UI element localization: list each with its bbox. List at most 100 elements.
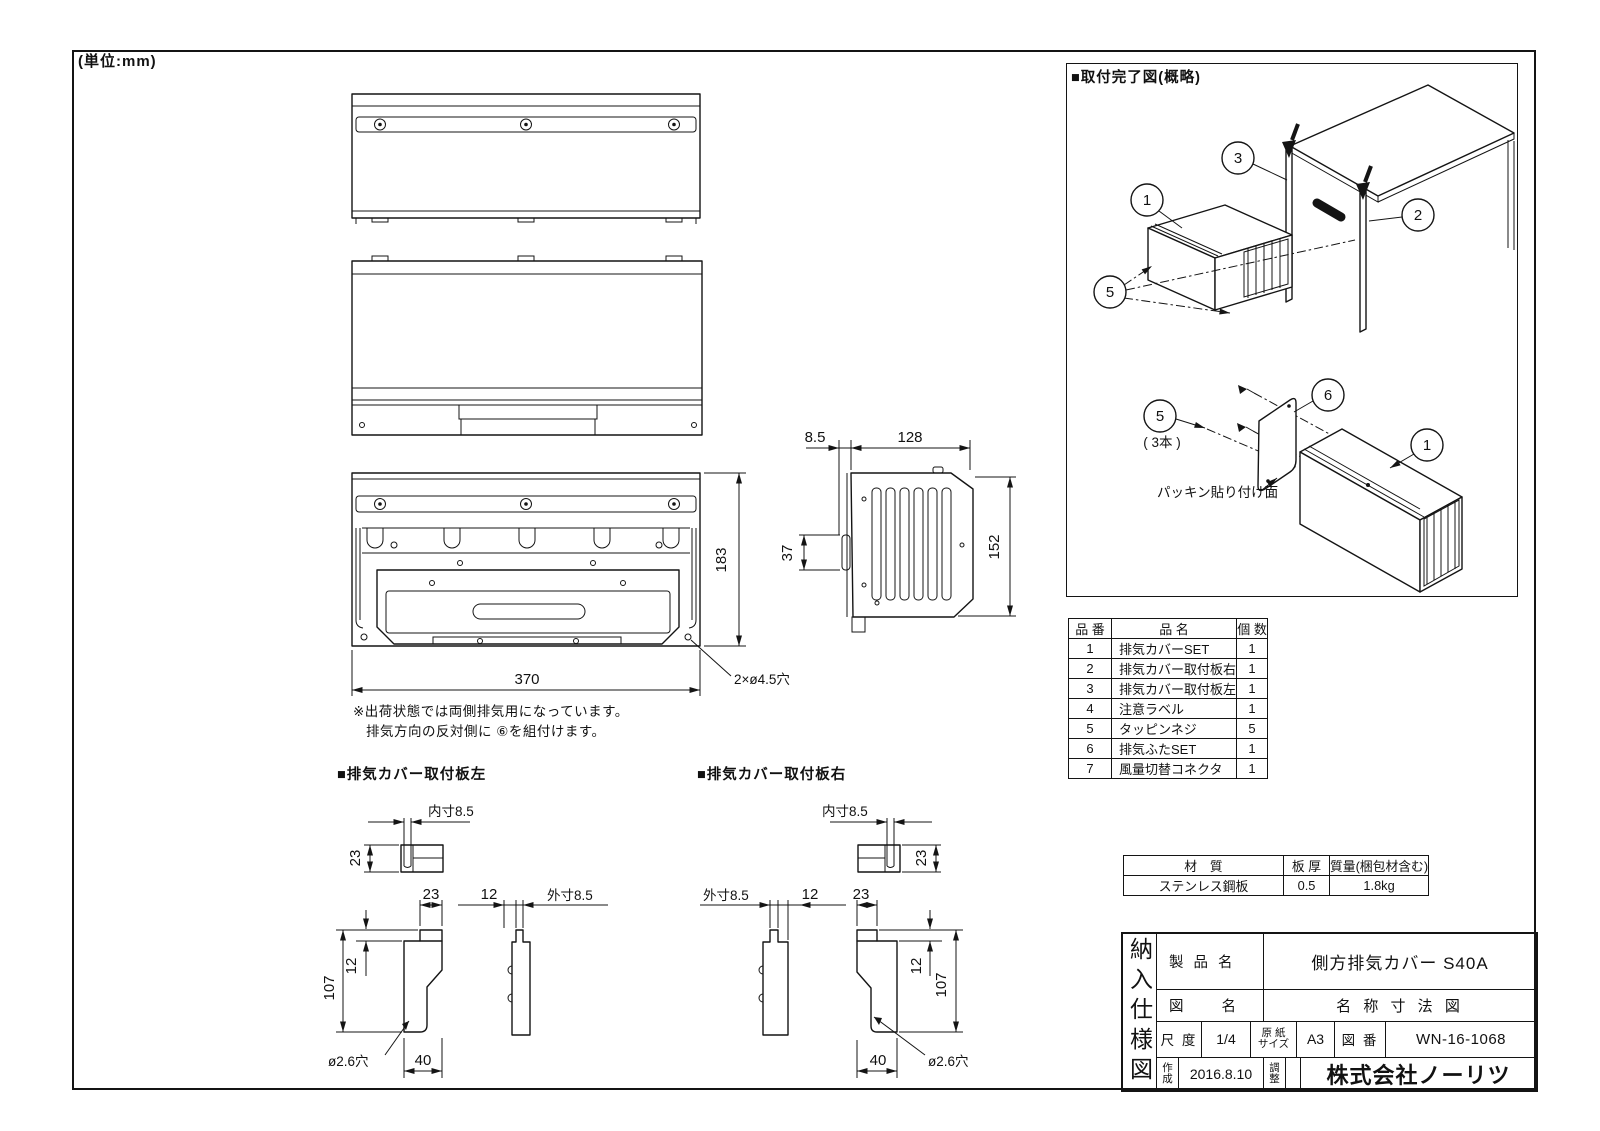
dim-right-height: 107 (933, 972, 950, 997)
created-label: 作 成 (1162, 1061, 1173, 1086)
dim-left-outer-width: 外寸8.5 (547, 888, 593, 903)
callout-1: 1 (1143, 192, 1151, 209)
dim-front-width: 370 (514, 671, 539, 688)
dim-left-foot-width: 40 (415, 1052, 432, 1069)
adjust-value-empty (1285, 1058, 1300, 1091)
units-label: (単位:mm) (78, 53, 157, 70)
company-logo: 株式会社ノーリツ (1300, 1058, 1536, 1091)
mass-value: 1.8kg (1328, 875, 1430, 896)
dim-side-tab: 37 (779, 545, 796, 562)
dim-left-height: 107 (321, 975, 338, 1000)
thickness-value: 0.5 (1283, 875, 1330, 896)
left-hole-callout: ø2.6穴 (328, 1054, 369, 1069)
airflow-connector (1312, 198, 1346, 222)
dim-side-offset: 8.5 (805, 429, 826, 446)
parts-cell: 7 (1068, 758, 1112, 779)
dim-right-tab-width: 23 (853, 886, 870, 903)
parts-cell: 6 (1068, 738, 1112, 759)
created-date: 2016.8.10 (1178, 1058, 1263, 1091)
bracket-left-channel: 内寸8.5 23 (347, 804, 474, 873)
parts-cell: 1 (1236, 658, 1269, 679)
dim-right-inner-width: 内寸8.5 (822, 804, 868, 819)
parts-header-row: 品 番 品 名 個 数 (1068, 618, 1269, 639)
callout-6: 6 (1324, 387, 1332, 404)
view-front: 370 183 2×ø4.5穴 (351, 472, 790, 696)
dim-right-outer-width: 外寸8.5 (703, 888, 749, 903)
figure-name-label: 図 名 (1169, 998, 1239, 1015)
parts-header-name: 品 名 (1110, 618, 1238, 639)
paper-size-value: A3 (1296, 1021, 1334, 1058)
material-header-row: 材 質 板 厚 質量(梱包材含む) (1123, 855, 1430, 876)
view-rear (351, 93, 701, 224)
bracket-left-profiles: 23 12 外寸8.5 107 12 40 ø2.6穴 (321, 886, 608, 1078)
drawing-number-label: 図 番 (1334, 1021, 1385, 1058)
front-hole-callout: 2×ø4.5穴 (734, 672, 790, 687)
view-top (351, 255, 703, 436)
dim-side-depth: 128 (897, 429, 922, 446)
title-block: 納入仕様図 製 品 名 側方排気カバー S40A 図 名 名 称 寸 法 図 尺… (1121, 932, 1538, 1092)
dim-right-gap: 12 (802, 886, 819, 903)
install-diagram-title: ■取付完了図(概略) (1071, 70, 1201, 86)
dim-front-height: 183 (713, 547, 730, 572)
packing-surface-label: パッキン貼り付け面 (1157, 485, 1278, 500)
thickness-header: 板 厚 (1283, 855, 1330, 876)
mount-plate-right (1359, 186, 1367, 333)
parts-cell: 排気カバーSET (1110, 638, 1238, 659)
paper-size-label: 原 紙 サイズ (1250, 1021, 1296, 1058)
parts-cell: 1 (1236, 678, 1269, 699)
right-hole-callout: ø2.6穴 (928, 1054, 969, 1069)
parts-cell: 3 (1068, 678, 1112, 699)
parts-cell: 排気カバー取付板右 (1110, 658, 1238, 679)
callout-1-lower: 1 (1423, 437, 1431, 454)
dim-left-offset-top: 12 (343, 958, 360, 975)
shipping-note-line2: 排気方向の反対側に ⑥を組付けます。 (366, 724, 606, 739)
parts-cell: 1 (1236, 738, 1269, 759)
product-name-value: 側方排気カバー S40A (1263, 934, 1536, 990)
install-lower: 6 1 5 ( 3本 ) パッキン貼り付け面 (1143, 378, 1463, 593)
install-diagram-frame (1066, 63, 1518, 597)
dim-side-height: 152 (986, 534, 1003, 559)
material-value-row: ステンレス鋼板 0.5 1.8kg (1123, 875, 1430, 896)
callout-5: 5 (1106, 284, 1114, 301)
bracket-left-title: ■排気カバー取付板左 (337, 767, 487, 783)
figure-name-value: 名 称 寸 法 図 (1263, 990, 1536, 1021)
scale-label: 尺 度 (1160, 1033, 1198, 1049)
parts-cell: 1 (1236, 698, 1269, 719)
parts-cell: 注意ラベル (1110, 698, 1238, 719)
material-table: 材 質 板 厚 質量(梱包材含む) ステンレス鋼板 0.5 1.8kg (1123, 855, 1430, 896)
dim-left-tab-width: 23 (423, 886, 440, 903)
screw-qty-note: ( 3本 ) (1143, 435, 1181, 450)
doc-type-cell: 納入仕様図 (1123, 934, 1157, 1090)
bracket-right-channel: 内寸8.5 23 (822, 804, 941, 873)
parts-cell: 排気ふたSET (1110, 738, 1238, 759)
callout-5-lower: 5 (1156, 408, 1164, 425)
parts-cell: 5 (1236, 718, 1269, 739)
dim-left-inner-width: 内寸8.5 (428, 804, 474, 819)
parts-cell: 1 (1236, 638, 1269, 659)
bracket-right-profiles: 外寸8.5 12 23 107 12 40 ø2.6穴 (700, 886, 969, 1078)
parts-cell: 2 (1068, 658, 1112, 679)
drawing-number-value: WN-16-1068 (1385, 1021, 1536, 1058)
parts-cell: 5 (1068, 718, 1112, 739)
mass-header: 質量(梱包材含む) (1328, 855, 1430, 876)
adjust-label: 調 整 (1263, 1058, 1285, 1091)
parts-header-no: 品 番 (1068, 618, 1112, 639)
callout-3: 3 (1234, 150, 1242, 167)
material-header: 材 質 (1123, 855, 1284, 876)
dim-left-gap: 12 (481, 886, 498, 903)
callout-2: 2 (1414, 207, 1422, 224)
install-upper: 1 3 2 5 (1093, 84, 1515, 333)
parts-cell: 1 (1236, 758, 1269, 779)
dim-right-foot-width: 40 (870, 1052, 887, 1069)
parts-header-qty: 個 数 (1236, 618, 1269, 639)
dim-left-channel-height: 23 (347, 850, 364, 867)
scale-value: 1/4 (1201, 1021, 1250, 1058)
